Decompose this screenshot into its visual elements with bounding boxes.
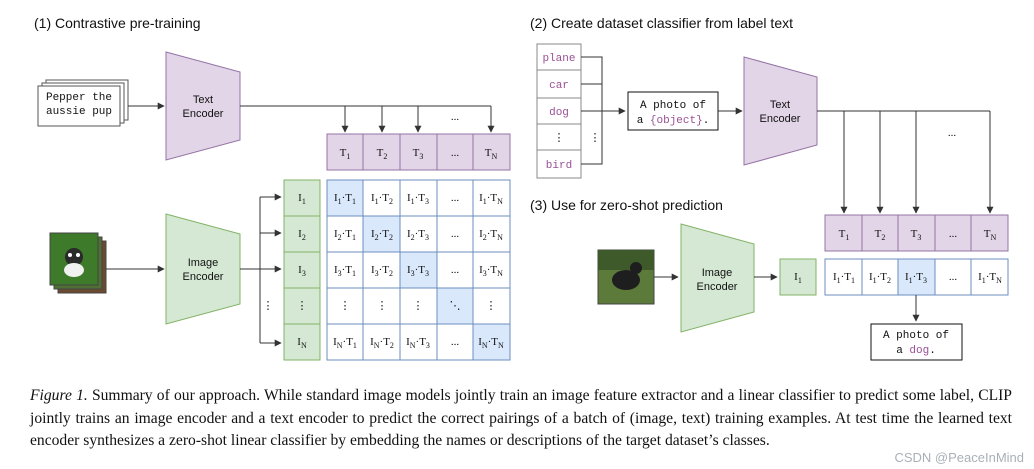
svg-text:⋱: ⋱ — [450, 300, 461, 312]
svg-text:I2: I2 — [298, 228, 306, 242]
svg-text:⋮: ⋮ — [377, 300, 388, 312]
zero-shot-logits-row: I1·T1 I1·T2 I1·T3 ... I1·TN — [824, 258, 1009, 296]
similarity-matrix: I1·T1 I1·T2 I1·T3 ... I1·TN I2·T1 I2·T2 … — [326, 179, 511, 361]
image-encoder-pretraining: Image Encoder — [165, 213, 241, 325]
svg-text:...: ... — [949, 271, 958, 283]
svg-text:⋮: ⋮ — [297, 300, 308, 312]
svg-text:Encoder: Encoder — [183, 271, 224, 283]
svg-text:T1: T1 — [340, 147, 351, 161]
image-encoder-zero-shot: Image Encoder — [680, 223, 755, 333]
label-dog: dog — [549, 107, 569, 119]
image-embedding-column: I1 I2 I3 ⋮ IN — [283, 179, 321, 361]
prompt-template-box: A photo of a {object}. — [627, 91, 719, 131]
svg-text:⋮: ⋮ — [340, 300, 351, 312]
svg-text:...: ... — [451, 228, 460, 240]
input-image-stack — [49, 232, 107, 294]
svg-text:I3: I3 — [298, 264, 306, 278]
svg-text:a {object}.: a {object}. — [637, 115, 710, 127]
text-embedding-row-pretraining: T1 T2 T3 ... TN — [326, 133, 511, 171]
figure-caption: Figure 1. Summary of our approach. While… — [30, 385, 1012, 453]
svg-text:...: ... — [451, 264, 460, 276]
input-text-line-1: Pepper the — [46, 92, 112, 104]
zero-shot-image — [597, 249, 655, 305]
text-encoder-classifier: Text Encoder — [743, 56, 818, 166]
svg-text:⋮: ⋮ — [413, 300, 424, 312]
dog-icon — [65, 248, 83, 266]
svg-text:Text: Text — [770, 99, 790, 111]
svg-text:a dog.: a dog. — [896, 345, 936, 357]
svg-text:Encoder: Encoder — [697, 281, 738, 293]
image-embedding-zero-shot: I1 — [779, 258, 817, 296]
svg-text:T2: T2 — [377, 147, 388, 161]
svg-text:T1: T1 — [839, 228, 850, 242]
svg-text:I1: I1 — [794, 271, 802, 285]
svg-text:⋮: ⋮ — [486, 300, 497, 312]
prediction-box: A photo of a dog. — [870, 323, 963, 361]
svg-text:⋮: ⋮ — [590, 133, 601, 145]
svg-text:T2: T2 — [875, 228, 886, 242]
label-list: plane car dog ⋮ bird — [536, 43, 582, 179]
svg-text:A photo of: A photo of — [883, 330, 949, 342]
svg-text:...: ... — [451, 192, 460, 204]
svg-text:T3: T3 — [413, 147, 424, 161]
svg-text:...: ... — [949, 228, 958, 240]
svg-text:T3: T3 — [911, 228, 922, 242]
dog-icon — [612, 270, 640, 290]
caption-body: Summary of our approach. While standard … — [30, 387, 1012, 449]
svg-text:...: ... — [451, 147, 460, 159]
section-title-zero-shot: (3) Use for zero-shot prediction — [530, 197, 723, 213]
svg-text:Encoder: Encoder — [760, 113, 801, 125]
svg-text:Encoder: Encoder — [183, 108, 224, 120]
svg-text:...: ... — [451, 336, 460, 348]
svg-text:...: ... — [948, 127, 957, 139]
input-text-line-2: aussie pup — [46, 106, 112, 118]
section-title-pretraining: (1) Contrastive pre-training — [34, 15, 201, 31]
text-embedding-row-classifier: T1 T2 T3 ... TN — [824, 214, 1009, 252]
text-encoder-pretraining: Text Encoder — [165, 51, 241, 161]
svg-text:Image: Image — [702, 267, 733, 279]
svg-text:⋮: ⋮ — [263, 300, 274, 312]
svg-text:Text: Text — [193, 94, 213, 106]
label-vdots: ⋮ — [554, 133, 565, 145]
label-car: car — [549, 80, 569, 92]
label-plane: plane — [542, 53, 575, 65]
input-text-stack: Pepper the aussie pup — [37, 79, 129, 127]
svg-text:IN: IN — [297, 336, 307, 350]
caption-lead: Figure 1. — [30, 387, 88, 404]
label-bird: bird — [546, 160, 572, 172]
bus-ellipsis-pretraining: ... — [451, 111, 460, 123]
svg-text:A photo of: A photo of — [640, 100, 706, 112]
svg-text:I1: I1 — [298, 192, 306, 206]
svg-text:Image: Image — [188, 257, 219, 269]
clip-diagram: (1) Contrastive pre-training (2) Create … — [34, 15, 1009, 361]
section-title-create-classifier: (2) Create dataset classifier from label… — [530, 15, 793, 31]
watermark: CSDN @PeaceInMind — [894, 450, 1024, 465]
